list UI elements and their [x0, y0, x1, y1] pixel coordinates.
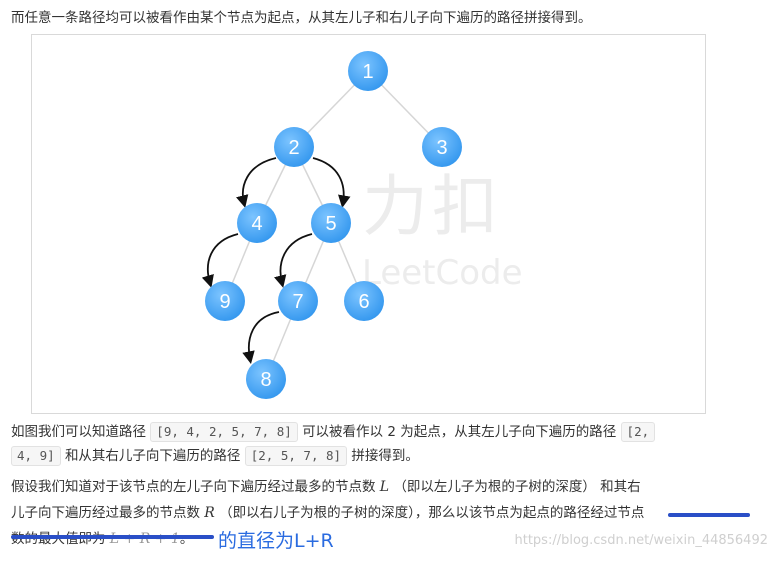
code-path-full: [9, 4, 2, 5, 7, 8] [150, 422, 298, 442]
para2-text-1: 假设我们知道对于该节点的左儿子向下遍历经过最多的节点数 [11, 479, 376, 495]
watermark-cn: 力扣 [362, 168, 502, 245]
arrow-5-7 [274, 233, 313, 288]
para2-text-4: （即以右儿子为根的子树的深度），那么以该节点为起点的路径经过节点 [219, 505, 645, 521]
node-1-label: 1 [362, 61, 373, 83]
math-L: L [379, 479, 390, 495]
node-4: 4 [237, 203, 277, 243]
arrow-2-4 [236, 157, 277, 208]
para2-line3: 数的最大值即为 L + R + 1。 [11, 526, 193, 553]
node-2-label: 2 [288, 137, 299, 159]
binary-tree-diagram: 1 2 3 4 5 9 7 6 8 [201, 51, 462, 399]
code-left-path-a: [2, [620, 422, 656, 442]
para2-line1: 假设我们知道对于该节点的左儿子向下遍历经过最多的节点数 L （即以左儿子为根的子… [11, 474, 641, 501]
node-3-label: 3 [436, 137, 447, 159]
handwritten-note: 的直径为L+R [218, 530, 334, 552]
para1-text-1: 如图我们可以知道路径 [11, 424, 146, 440]
para1-text-3: 为起点，从其左儿子向下遍历的路径 [400, 424, 617, 440]
strike-mark-top [668, 513, 750, 517]
node-9: 9 [205, 281, 245, 321]
node-1: 1 [348, 51, 388, 91]
node-4-label: 4 [251, 213, 262, 235]
para1-text-4: 和从其右儿子向下遍历的路径 [64, 448, 241, 464]
node-6: 6 [344, 281, 384, 321]
node-5: 5 [311, 203, 351, 243]
math-L-plus-R-plus-1: L + R + 1 [109, 531, 180, 547]
para1-line2: 4, 9] 和从其右儿子向下遍历的路径 [2, 5, 7, 8] 拼接得到。 [11, 443, 419, 470]
code-right-path: [2, 5, 7, 8] [244, 446, 348, 466]
para2-line2: 儿子向下遍历经过最多的节点数 R （即以右儿子为根的子树的深度），那么以该节点为… [11, 500, 644, 527]
strike-mark-bottom [11, 535, 214, 539]
node-5-label: 5 [325, 213, 336, 235]
tree-figure: 力扣 LeetCode [31, 34, 706, 414]
math-R: R [204, 505, 215, 521]
node-2: 2 [274, 127, 314, 167]
para2-text-6: 。 [179, 531, 194, 547]
node-8-label: 8 [260, 369, 271, 391]
watermark-en: LeetCode [362, 253, 523, 293]
para2-text-2: （即以左儿子为根的子树的深度） 和其右 [393, 479, 641, 495]
para1-num: 2 [387, 424, 396, 440]
node-9-label: 9 [219, 291, 230, 313]
arrow-2-5 [312, 157, 351, 208]
code-left-path-b: 4, 9] [11, 446, 61, 466]
node-7: 7 [278, 281, 318, 321]
intro-text: 而任意一条路径均可以被看作由某个节点为起点，从其左儿子和右儿子向下遍历的路径拼接… [11, 10, 592, 26]
para1-line1: 如图我们可以知道路径 [9, 4, 2, 5, 7, 8] 可以被看作以 2 为… [11, 419, 656, 446]
node-8: 8 [246, 359, 286, 399]
para2-text-5: 数的最大值即为 [11, 531, 106, 547]
arrow-7-8 [242, 311, 280, 364]
para1-text-5: 拼接得到。 [351, 448, 419, 464]
node-3: 3 [422, 127, 462, 167]
para1-text-2: 可以被看作以 [302, 424, 384, 440]
node-7-label: 7 [292, 291, 303, 313]
path-arrows [201, 157, 351, 364]
arrow-4-9 [201, 233, 239, 288]
para2-text-3: 儿子向下遍历经过最多的节点数 [11, 505, 200, 521]
node-6-label: 6 [358, 291, 369, 313]
csdn-watermark: https://blog.csdn.net/weixin_44856492 [514, 533, 768, 548]
